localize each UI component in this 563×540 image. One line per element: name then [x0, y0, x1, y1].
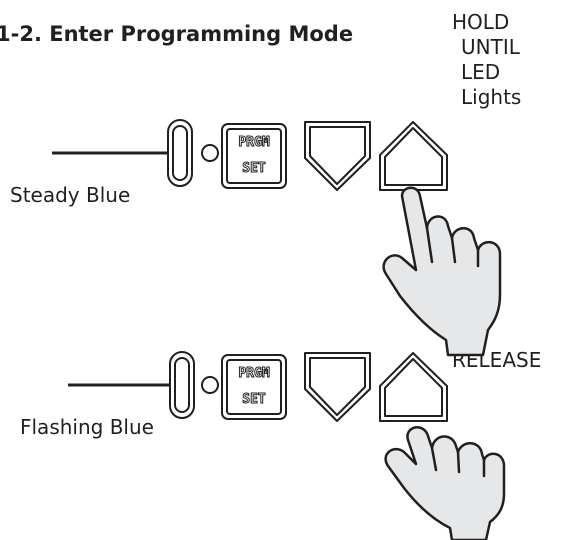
down-button-2 [304, 352, 371, 422]
set-label-1: SET [242, 161, 266, 176]
up-button-2 [379, 352, 448, 422]
page-title: 1-2. Enter Programming Mode [0, 22, 354, 46]
led-line: LED [461, 60, 501, 84]
hand-icon-2 [384, 426, 506, 540]
flashing-blue-label: Flashing Blue [20, 415, 154, 439]
steady-blue-label: Steady Blue [10, 183, 131, 207]
lights-line: Lights [461, 85, 522, 109]
hold-instruction: HOLD UNTIL LED Lights [452, 10, 521, 110]
led-slot-1 [167, 119, 193, 187]
keypad-row-1: PRGM SET [52, 119, 502, 357]
hold-line: HOLD [452, 10, 510, 34]
until-line: UNTIL [461, 35, 520, 59]
set-label-2: SET [242, 392, 266, 407]
up-button-1 [379, 121, 448, 191]
led-slot-2 [169, 351, 195, 419]
prgm-set-button-1: PRGM SET [221, 123, 287, 189]
down-button-1 [304, 121, 371, 191]
led-indicator-2 [201, 376, 219, 394]
prgm-set-button-2: PRGM SET [221, 354, 287, 420]
prgm-label-2: PRGM [238, 366, 269, 381]
prgm-label-1: PRGM [238, 135, 269, 150]
led-indicator-1 [201, 144, 219, 162]
hand-icon-1 [382, 186, 502, 357]
keypad-row-2: PRGM SET [68, 351, 506, 540]
